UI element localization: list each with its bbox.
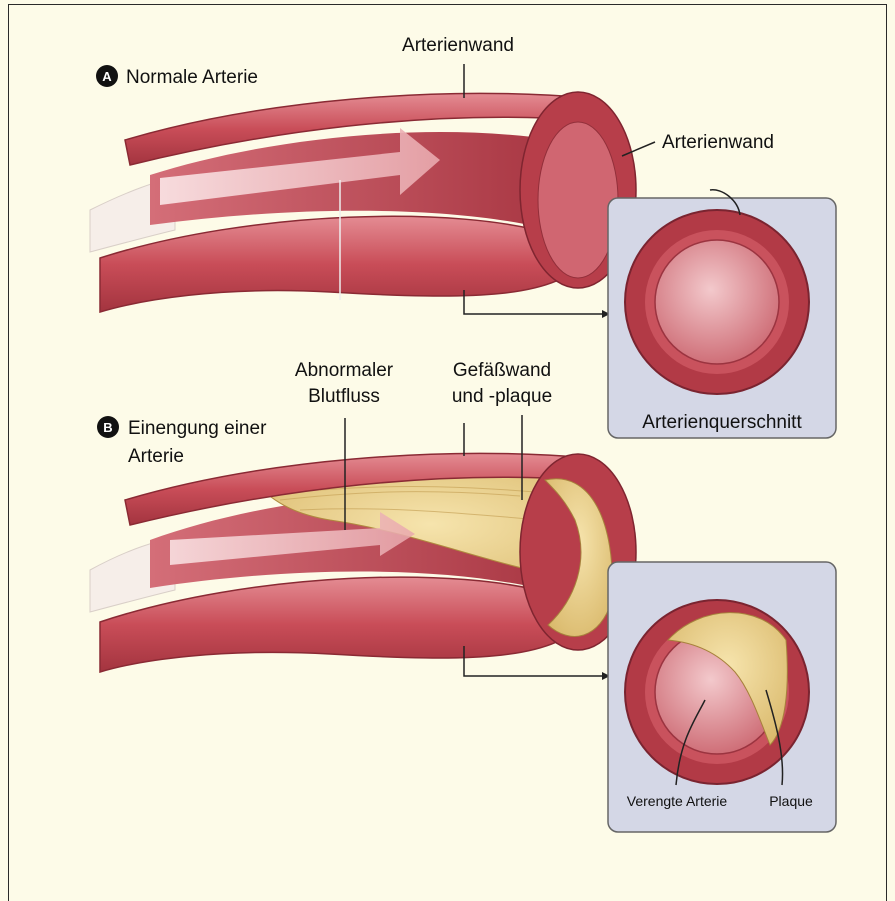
title-normal-artery: Normale Arterie bbox=[126, 67, 258, 88]
label-artery-wall-right: Arterienwand bbox=[662, 132, 774, 153]
label-cross-section: Arterienquerschnitt bbox=[642, 412, 802, 433]
badge-a-letter: A bbox=[102, 69, 112, 84]
label-wall-plaque-line2: und -plaque bbox=[452, 386, 552, 407]
label-wall-plaque-line1: Gefäßwand bbox=[453, 360, 551, 381]
title-narrowing-line1: Einengung einer bbox=[128, 418, 267, 439]
title-narrowing-line2: Arterie bbox=[128, 446, 184, 467]
normal-artery-illustration bbox=[90, 64, 655, 318]
label-narrowed-artery: Verengte Arterie bbox=[627, 793, 728, 809]
cross-section-panel-b bbox=[608, 562, 836, 832]
label-abnormal-flow-line2: Blutfluss bbox=[308, 386, 380, 407]
badge-b-letter: B bbox=[103, 420, 112, 435]
cross-section-panel-a bbox=[608, 190, 836, 438]
label-abnormal-flow-line1: Abnormaler bbox=[295, 360, 394, 381]
label-artery-wall-top: Arterienwand bbox=[402, 35, 514, 56]
narrowed-artery-lower-wall bbox=[100, 577, 590, 672]
label-plaque: Plaque bbox=[769, 793, 813, 809]
